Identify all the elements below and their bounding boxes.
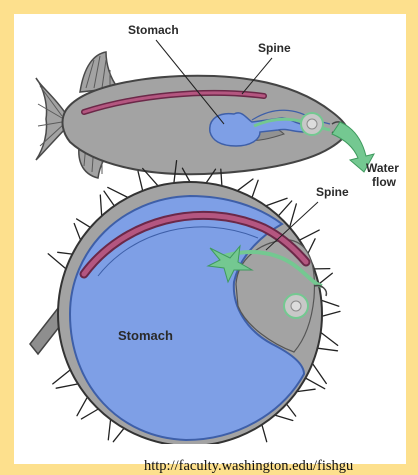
inflated-fish [30, 161, 340, 444]
spike [308, 239, 316, 254]
illustration-panel: Stomach Spine Water flow [14, 14, 406, 464]
spike [108, 187, 128, 197]
spike [113, 428, 124, 441]
spike [100, 195, 101, 216]
spike [312, 363, 326, 383]
source-url: http://faculty.washington.edu/fishgu [144, 458, 353, 475]
spike [321, 300, 339, 306]
spike [138, 171, 143, 191]
spike [77, 397, 87, 416]
spike [305, 378, 324, 389]
label-stomach-top: Stomach [128, 23, 179, 37]
spike [108, 419, 110, 439]
spike [48, 254, 66, 269]
spike [278, 201, 291, 216]
pufferfish-diagram: Stomach Spine Water flow [14, 14, 406, 444]
spike [275, 415, 293, 420]
label-spine-top: Spine [258, 41, 291, 55]
spike [74, 224, 80, 241]
label-water-flow-line2: flow [372, 175, 397, 189]
spike [237, 179, 253, 191]
spike [53, 370, 71, 384]
spike [321, 332, 338, 345]
label-spine-bottom: Spine [316, 185, 349, 199]
spike [266, 198, 287, 206]
spike [81, 409, 98, 419]
spike [77, 219, 91, 228]
spike [299, 230, 319, 240]
label-water-flow-line1: Water [366, 161, 399, 175]
deflated-fish [36, 52, 348, 178]
spike [318, 348, 338, 351]
spike [322, 311, 340, 316]
label-stomach-bottom: Stomach [118, 328, 173, 343]
spike [287, 404, 296, 416]
spike [58, 252, 73, 254]
spike [319, 273, 333, 284]
spike [262, 425, 267, 442]
spike [56, 384, 78, 388]
spike [297, 389, 315, 391]
spike [290, 204, 297, 228]
spike [104, 191, 114, 206]
spike [252, 180, 258, 197]
